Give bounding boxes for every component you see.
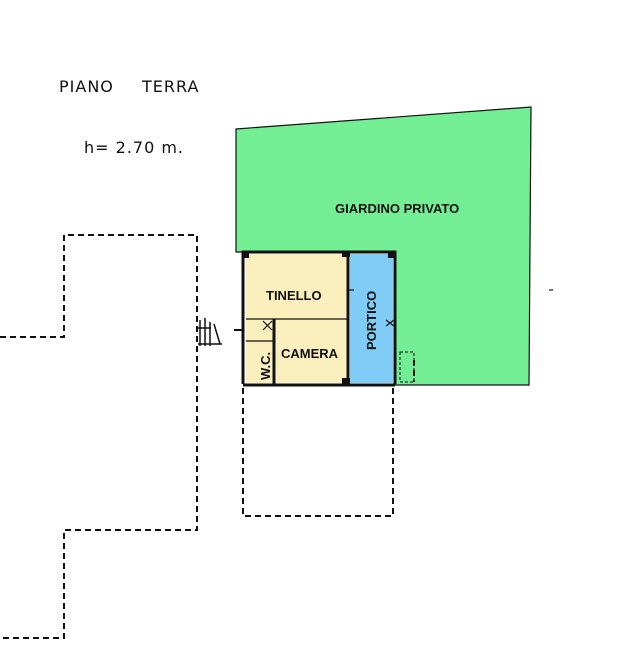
portico-label: PORTICO [364,291,379,350]
portico-area [350,254,393,383]
camera-room [276,320,348,383]
ceiling-height: h= 2.70 m. [84,138,184,157]
walls [241,250,397,387]
wc-room [246,342,275,383]
floor-level: TERRA [141,77,199,96]
tinello-label: TINELLO [266,288,322,303]
camera-label: CAMERA [281,346,339,361]
floor-name: PIANO [59,77,114,96]
wc-label: W.C. [258,352,273,380]
entrance-stairs [197,318,244,346]
tinello-room [246,254,348,320]
garden-label: GIARDINO PRIVATO [335,201,459,216]
garden-step [399,351,415,383]
entry-area [246,320,276,342]
dashed-outlines [0,234,415,639]
